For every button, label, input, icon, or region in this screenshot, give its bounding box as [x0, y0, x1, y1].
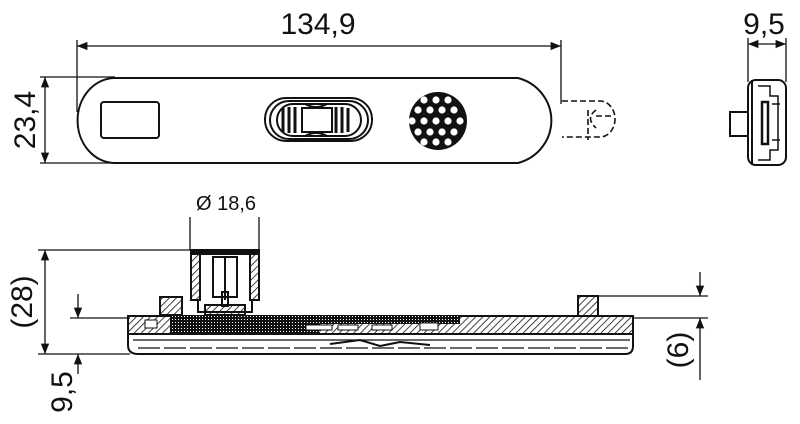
top-view: 134,9 23,4 — [9, 8, 616, 164]
dimension-tab-height: (6) — [598, 272, 708, 380]
dimension-diameter-label: Ø 18,6 — [196, 193, 256, 215]
dashed-connector — [562, 100, 616, 140]
dimension-overall-height-label: (28) — [6, 275, 39, 328]
rectangular-window — [100, 101, 160, 139]
dimension-tab-height-label: (6) — [662, 332, 695, 369]
dimension-overall-height: (28) — [6, 249, 191, 355]
dimension-height: 23,4 — [9, 76, 115, 164]
oval-lens — [264, 97, 373, 142]
dimension-depth: 9,5 — [743, 8, 787, 82]
honeycomb-reflector — [408, 92, 467, 150]
side-mount-tab — [729, 111, 749, 137]
bulb-socket — [190, 249, 260, 316]
side-view: 9,5 — [729, 8, 787, 166]
dimension-diameter: Ø 18,6 — [189, 193, 260, 250]
dimension-depth-label: 9,5 — [743, 8, 785, 41]
dimension-base-height: 9,5 — [46, 294, 130, 413]
base-plate — [127, 295, 634, 355]
section-view: Ø 18,6 (28) 9,5 (6) — [6, 193, 708, 413]
small-post — [159, 296, 183, 316]
dimension-base-height-label: 9,5 — [46, 371, 79, 413]
dimension-height-label: 23,4 — [9, 91, 42, 149]
right-tab — [577, 295, 599, 317]
dimension-length-label: 134,9 — [280, 8, 355, 41]
dimension-length: 134,9 — [76, 8, 562, 112]
